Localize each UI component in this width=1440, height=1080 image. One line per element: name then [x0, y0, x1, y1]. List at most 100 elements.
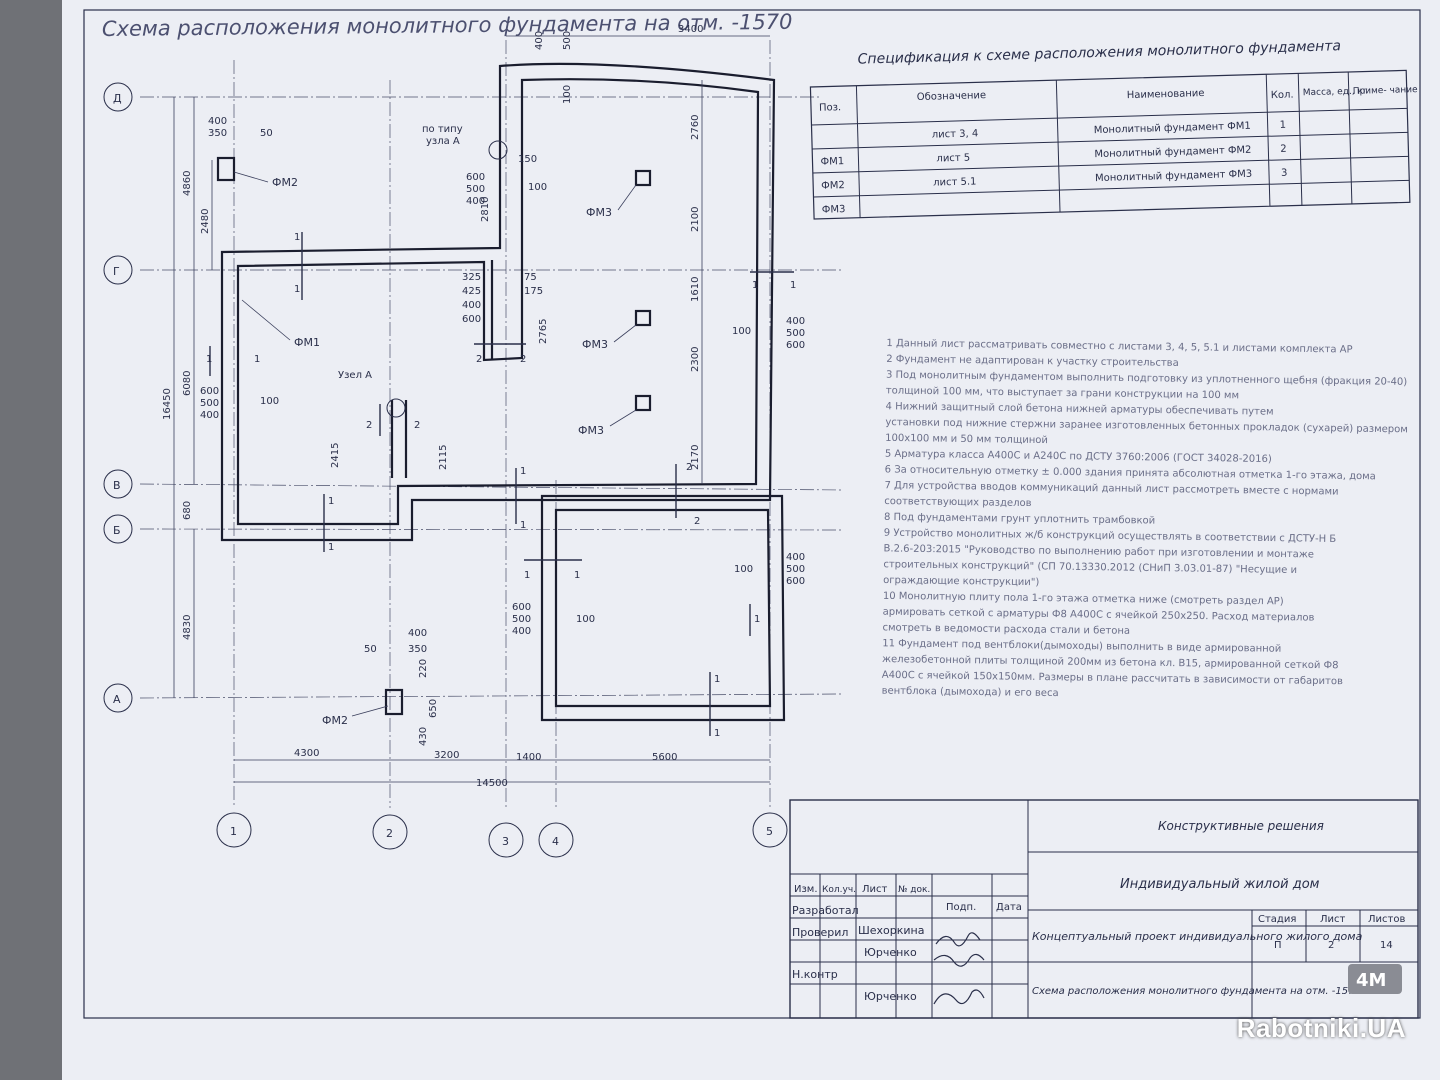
note-line: 9 Устройство монолитных ж/б конструкций … — [884, 528, 1337, 545]
sec-mark-1l: 1 — [574, 570, 580, 581]
note-line: 5 Арматура класса А400С и А240С по ДСТУ … — [885, 449, 1272, 465]
tb-name-check: Юрченко — [864, 946, 917, 959]
spec-r1-designation: лист 3, 4 — [932, 128, 979, 140]
sec-mark-1o: 1 — [714, 728, 720, 739]
stack-d-75: 75 — [524, 272, 537, 283]
sec-mark-1i: 1 — [520, 466, 526, 477]
axis-label-a: А — [113, 693, 121, 706]
note-line: вентблока (дымохода) и его веса — [882, 686, 1059, 699]
sheet-frame — [83, 9, 1421, 1019]
tb-role-dev: Разработал — [792, 904, 859, 917]
sec-mark-1b: 1 — [294, 284, 300, 295]
node-a-marker — [386, 398, 406, 418]
label-fm1: ФМ1 — [294, 336, 320, 349]
note-line: ограждающие конструкции") — [883, 575, 1039, 588]
axis-bubbles-numbers: 1 2 3 4 5 — [216, 812, 788, 858]
stack-r-600: 600 — [786, 340, 805, 351]
tb-role-norm: Н.контр — [792, 968, 838, 981]
note-line: 10 Монолитную плиту пола 1-го этажа отме… — [883, 591, 1284, 608]
dim-top-3: 100 — [562, 85, 573, 104]
stack-mid-500: 500 — [466, 184, 485, 195]
spec-r2-designation: лист 5 — [936, 153, 970, 165]
dim-stack-c: 325 425 400 600 75 175 — [462, 272, 543, 325]
dim-inner-6: 2810 — [480, 197, 491, 222]
sec-mark-2d: 2 — [694, 516, 700, 527]
tb-sheet-label: Лист — [1320, 914, 1346, 925]
sec-mark-2a: 2 — [476, 354, 482, 365]
sec-mark-1k: 1 — [524, 570, 530, 581]
dim-inner-10: 150 — [518, 154, 537, 165]
stack-l-500: 500 — [512, 614, 531, 625]
tb-sheet: 2 — [1328, 940, 1334, 951]
stack-b-100: 100 — [260, 396, 279, 407]
tb-name-dev: Шехоркина — [858, 924, 924, 937]
spec-r3-pos: ФМ2 — [821, 180, 845, 192]
dim-bottom-4: 5600 — [652, 752, 677, 763]
stack-r-500: 500 — [786, 328, 805, 339]
dim-inner-11: 220 — [418, 659, 429, 678]
dim-inner-8: 2415 — [330, 443, 341, 468]
stack-r-100: 100 — [732, 326, 751, 337]
note-line: 1 Данный лист рассматривать совместно с … — [886, 338, 1352, 356]
stack-c-325: 325 — [462, 272, 481, 283]
note-line: соответствующих разделов — [884, 496, 1032, 509]
dimension-lines — [173, 35, 770, 783]
axis-label-5: 5 — [766, 825, 773, 838]
tb-stage-label: Стадия — [1258, 914, 1296, 925]
dim-inner-5: 2170 — [690, 445, 701, 470]
sec-mark-1h: 1 — [328, 542, 334, 553]
tb-section: Конструктивные решения — [1158, 819, 1324, 833]
dim-left-3: 680 — [182, 501, 193, 520]
dim-bottom-3: 1400 — [516, 752, 541, 763]
note-line: 11 Фундамент под вентблоки(дымоходы) вып… — [882, 638, 1281, 655]
stack-mid-600: 600 — [466, 172, 485, 183]
spec-r1-name: Монолитный фундамент ФМ1 — [1094, 121, 1251, 136]
stack-r2-600: 600 — [786, 576, 805, 587]
label-node-a: Узел А — [338, 370, 372, 381]
dim-left-small: 2480 — [200, 209, 211, 234]
tb-sheets-label: Листов — [1368, 914, 1405, 925]
sec-mark-2c: 2 — [686, 462, 692, 473]
spec-title: Спецификация к схеме расположения моноли… — [857, 38, 1341, 67]
stack-e2-400: 400 — [408, 628, 427, 639]
tb-sheet-name: Схема расположения монолитного фундамент… — [1032, 986, 1361, 997]
stack-r2-500: 500 — [786, 564, 805, 575]
note-line: железобетонной плиты толщиной 200мм из б… — [882, 654, 1339, 671]
stack-e-50: 50 — [260, 128, 273, 139]
dim-bottom-2: 3200 — [434, 750, 459, 761]
spec-r2-name: Монолитный фундамент ФМ2 — [1094, 145, 1251, 160]
note-line: 100х100 мм и 50 мм толщиной — [885, 433, 1048, 446]
sec-mark-1j: 1 — [520, 520, 526, 531]
note-line: В.2.6-203:2015 "Руководство по выполнени… — [884, 543, 1315, 560]
dim-inner-4: 2300 — [690, 347, 701, 372]
stack-r2-400: 400 — [786, 552, 805, 563]
axis-label-v: В — [113, 479, 121, 492]
spec-r2-qty: 2 — [1280, 144, 1287, 155]
stack-mid-100: 100 — [528, 182, 547, 193]
axis-label-g: Г — [113, 265, 120, 278]
watermark: Rabotniki.UA — [1236, 1013, 1406, 1043]
label-fm2-top: ФМ2 — [272, 176, 298, 189]
tb-name-norm: Юрченко — [864, 990, 917, 1003]
stack-a-500: 500 — [200, 398, 219, 409]
note-line: строительных конструкций" (СП 70.13330.2… — [883, 559, 1297, 576]
sec-mark-1a: 1 — [294, 232, 300, 243]
section-marks: 1 1 1 1 1 1 1 1 1 1 1 1 1 1 1 2 2 2 2 2 … — [206, 232, 796, 739]
dim-stack-e: 400 350 50 400 350 50 — [208, 116, 427, 655]
axis-label-d: Д — [113, 92, 122, 105]
axis-label-2: 2 — [386, 827, 393, 840]
foundation-drawing: Схема расположения монолитного фундамент… — [83, 9, 1421, 1019]
stack-l-600: 600 — [512, 602, 531, 613]
tb-col-ndoc: № док. — [898, 885, 930, 895]
label-by-type: по типу — [422, 124, 463, 135]
axis-label-4: 4 — [552, 835, 559, 848]
pad-fm2-bottom — [384, 688, 404, 716]
stack-e-350: 350 — [208, 128, 227, 139]
note-line: 2 Фундамент не адаптирован к участку стр… — [886, 354, 1179, 369]
dim-left-4: 4830 — [182, 615, 193, 640]
drawing-sheet: Схема расположения монолитного фундамент… — [62, 0, 1440, 1080]
spec-table: Спецификация к схеме расположения моноли… — [809, 38, 1418, 220]
dim-inner-13: 650 — [428, 699, 439, 718]
node-a-typ-marker — [488, 140, 508, 160]
note-line: толщиной 100 мм, что выступает за грани … — [886, 385, 1239, 401]
